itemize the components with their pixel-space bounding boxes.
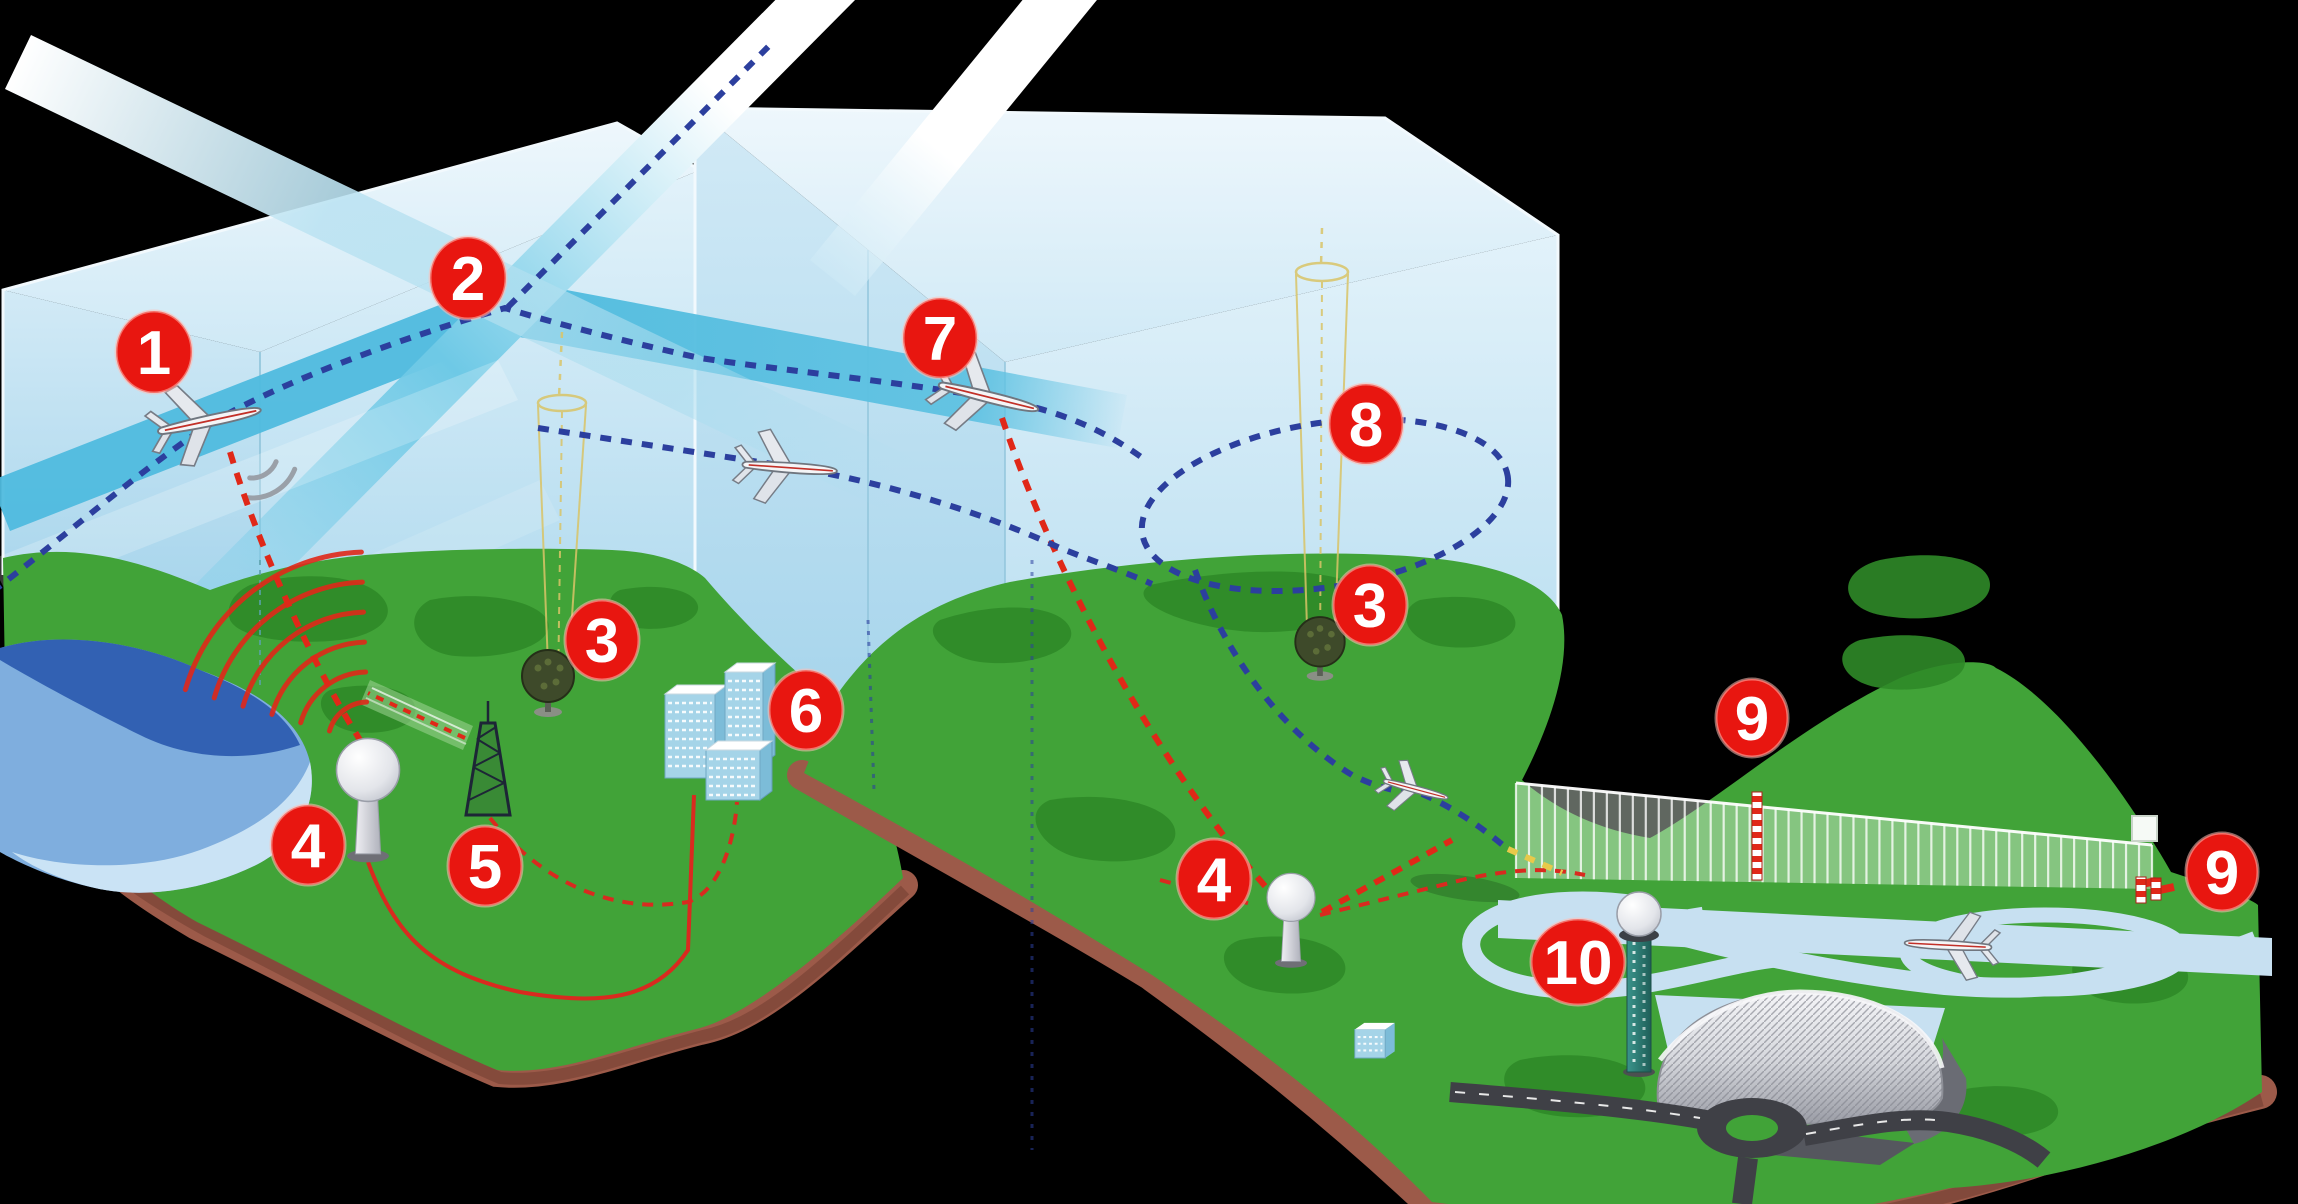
marker-2-label: 2 xyxy=(451,245,485,314)
marker-9-runway-end-label: 9 xyxy=(2205,839,2239,908)
marker-5-label: 5 xyxy=(468,833,502,902)
marker-9-approach-lights-label: 9 xyxy=(1735,685,1769,754)
landmass-west xyxy=(3,548,903,1071)
marker-4-radar-west-label: 4 xyxy=(291,812,326,881)
radar-beam-east xyxy=(999,417,1285,908)
radar-dome-west-icon xyxy=(335,737,401,863)
block-face-stripe-1 xyxy=(0,360,518,600)
roads xyxy=(1449,1082,2051,1204)
marker-2: 2 xyxy=(428,235,508,321)
city-building-c-icon xyxy=(704,740,774,801)
marker-4-radar-east-label: 4 xyxy=(1197,846,1232,915)
radio-mast-icon xyxy=(464,701,512,817)
cliff-mid xyxy=(787,760,1445,1204)
marker-10: 10 xyxy=(1529,917,1627,1007)
marker-3-enroute-label: 3 xyxy=(585,607,619,676)
radar-wave-arc xyxy=(182,549,364,693)
approach-pole-outer-icon xyxy=(1751,791,1763,881)
radar-dome-east-icon xyxy=(1266,872,1316,968)
marker-4-radar-east: 4 xyxy=(1175,837,1253,921)
plane-shadow xyxy=(1410,873,1520,903)
marker-6: 6 xyxy=(767,668,845,752)
marker-1: 1 xyxy=(114,309,194,395)
fence-wall xyxy=(1516,783,2152,889)
marker-8-label: 8 xyxy=(1349,391,1383,460)
route-enroute xyxy=(0,304,1150,590)
route-lower xyxy=(537,425,1154,587)
marker-9-approach-lights: 9 xyxy=(1714,677,1790,759)
approach-light-fence xyxy=(1514,781,2158,889)
marker-1-label: 1 xyxy=(137,319,171,388)
terminal-building xyxy=(1656,989,1967,1165)
radar-beam-final xyxy=(1320,837,1454,915)
radar-wave-arc xyxy=(327,699,370,734)
localizer-beam-icon xyxy=(360,680,473,750)
radar-beam-west xyxy=(227,451,363,742)
marker-3-approach-label: 3 xyxy=(1353,572,1387,641)
marker-3-enroute: 3 xyxy=(563,598,641,682)
airway-climb-band-2 xyxy=(810,0,1097,296)
radar-wave-arc xyxy=(240,609,366,709)
marker-7-label: 7 xyxy=(923,305,957,374)
vor-beacon-east-icon xyxy=(1294,616,1346,681)
route-final-yellow xyxy=(1506,846,1564,876)
marker-9-runway-end: 9 xyxy=(2184,831,2260,913)
marker-4-radar-west: 4 xyxy=(269,803,347,887)
approach-pole-mid-icon xyxy=(2135,876,2147,904)
reply-arc xyxy=(247,459,279,481)
route-climb xyxy=(505,40,775,310)
reply-arc xyxy=(245,466,298,501)
radar-wave-arcs xyxy=(182,549,370,734)
marker-10-label: 10 xyxy=(1544,929,1613,998)
taxiways xyxy=(1462,891,2258,999)
block-west-front-face xyxy=(260,170,700,660)
block-east-outline xyxy=(693,106,1560,655)
radio-beams xyxy=(182,227,2175,1001)
radar-wave-arc xyxy=(211,579,365,701)
facilities-layer xyxy=(335,616,2162,1077)
airport xyxy=(1449,781,2272,1204)
radar-wave-arc xyxy=(298,669,369,726)
vor-beacon-west-icon xyxy=(521,649,575,717)
transponder-reply-arcs xyxy=(245,459,298,501)
control-tower-icon xyxy=(1616,891,1662,1077)
route-descent xyxy=(1192,569,1506,849)
marker-5: 5 xyxy=(446,824,524,908)
marker-7: 7 xyxy=(901,296,979,380)
threshold-board xyxy=(2131,815,2158,842)
marker-3-approach: 3 xyxy=(1331,563,1409,647)
radar-wave-arc xyxy=(269,639,367,717)
marker-6-label: 6 xyxy=(789,677,823,746)
equipment-building-icon xyxy=(1354,1022,1395,1059)
markers-layer: 1 2 3 4 5 6 7 8 3 4 9 9 10 xyxy=(114,235,2260,1007)
marker-8: 8 xyxy=(1327,382,1405,466)
approach-pole-end-icon xyxy=(2150,877,2162,901)
